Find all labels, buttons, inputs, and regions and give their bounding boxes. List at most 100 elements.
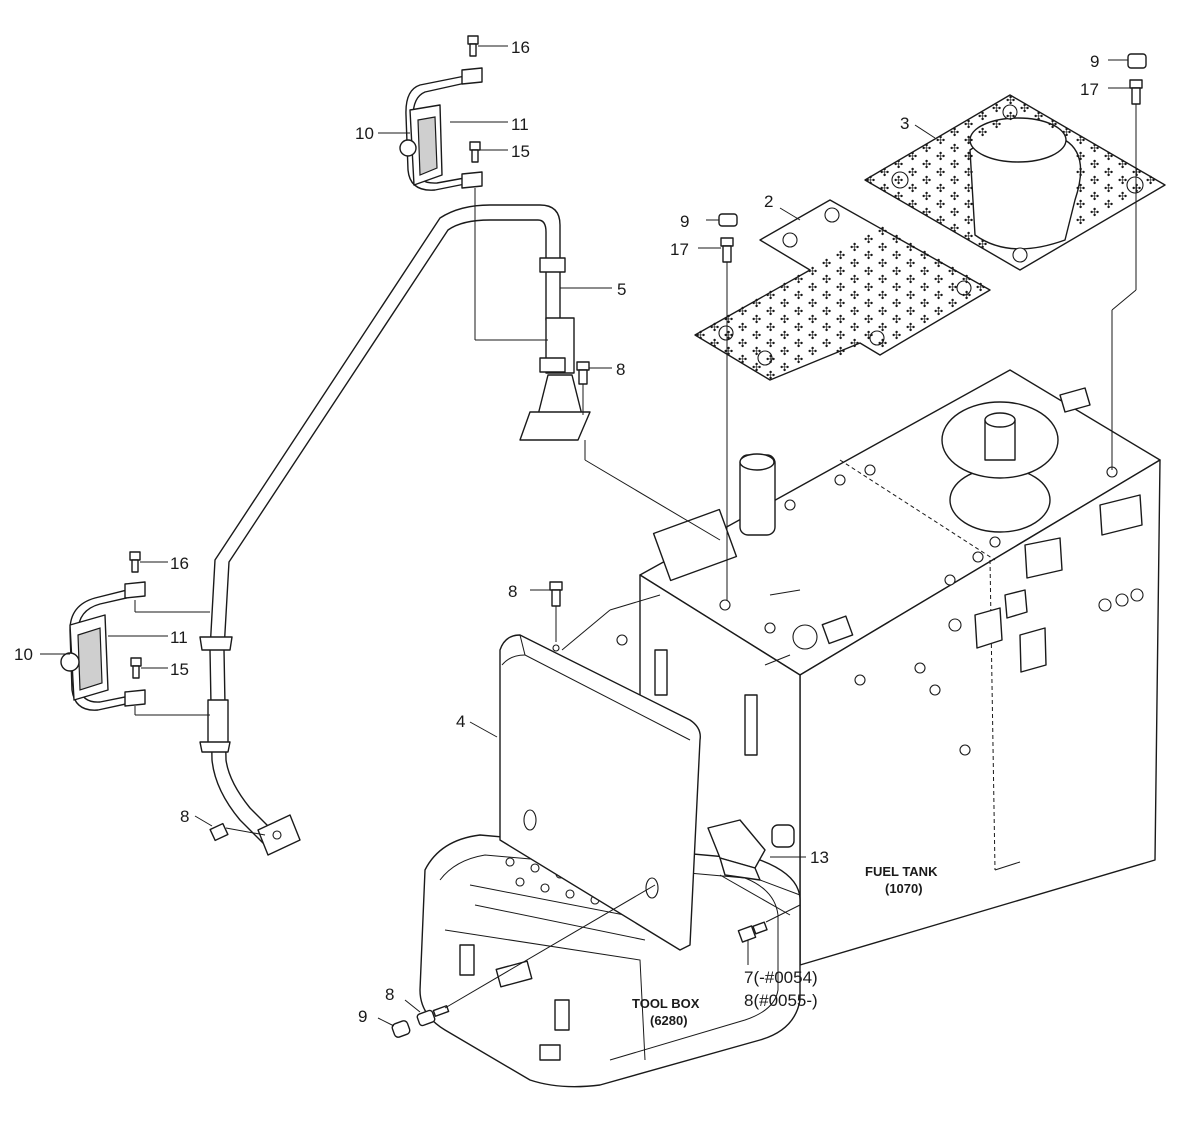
tread-mark: ✣ [836, 313, 845, 326]
tread-mark: ✣ [808, 329, 817, 342]
leader-lines [40, 121, 936, 858]
tread-mark: ✣ [892, 233, 901, 246]
tread-mark: ✣ [950, 222, 959, 235]
tread-mark: ✣ [906, 273, 915, 286]
bolt-17-right [1108, 79, 1143, 470]
tread-mark: ✣ [948, 297, 957, 310]
bolt-8-stand [576, 361, 612, 415]
tread-mark: ✣ [836, 265, 845, 278]
bolt-15-top [469, 141, 508, 163]
callout-16-top: 16 [511, 38, 530, 57]
tread-mark: ✣ [794, 289, 803, 302]
tread-mark: ✣ [850, 241, 859, 254]
callout-5: 5 [617, 280, 626, 299]
tread-mark: ✣ [950, 142, 959, 155]
tread-mark: ✣ [922, 142, 931, 155]
tread-mark: ✣ [780, 329, 789, 342]
tread-mark: ✣ [878, 289, 887, 302]
tread-mark: ✣ [752, 329, 761, 342]
tread-mark: ✣ [936, 150, 945, 163]
tread-mark: ✣ [836, 281, 845, 294]
tread-mark: ✣ [766, 369, 775, 382]
tread-mark: ✣ [850, 305, 859, 318]
callout-2: 2 [764, 192, 773, 211]
tread-mark: ✣ [920, 297, 929, 310]
callout-16-left: 16 [170, 554, 189, 573]
tread-mark: ✣ [936, 134, 945, 147]
tread-mark: ✣ [962, 273, 971, 286]
bolt-17-mid [698, 237, 734, 600]
tread-mark: ✣ [1076, 182, 1085, 195]
tread-mark: ✣ [780, 345, 789, 358]
callout-8-arm: 8 [180, 807, 189, 826]
tread-mark: ✣ [892, 281, 901, 294]
tread-mark: ✣ [992, 102, 1001, 115]
tread-mark: ✣ [864, 313, 873, 326]
tread-mark: ✣ [822, 257, 831, 270]
tread-mark: ✣ [794, 321, 803, 334]
tread-mark: ✣ [894, 190, 903, 203]
tread-mark: ✣ [908, 182, 917, 195]
tread-mark: ✣ [1146, 174, 1155, 187]
tread-mark: ✣ [1062, 126, 1071, 139]
tread-mark: ✣ [920, 313, 929, 326]
callout-9-mid: 9 [680, 212, 689, 231]
bolt-8-panel [530, 581, 563, 642]
tread-mark: ✣ [964, 150, 973, 163]
tread-mark: ✣ [878, 257, 887, 270]
tool-box-label: TOOL BOX [632, 996, 700, 1011]
tread-mark: ✣ [808, 265, 817, 278]
tread-mark: ✣ [850, 273, 859, 286]
tread-mark: ✣ [878, 305, 887, 318]
tread-mark: ✣ [880, 166, 889, 179]
tread-mark: ✣ [922, 206, 931, 219]
tread-mark: ✣ [794, 273, 803, 286]
tread-mark: ✣ [1132, 166, 1141, 179]
tread-mark: ✣ [948, 265, 957, 278]
nut-9-mid [706, 213, 738, 227]
fuel-tank-code: (1070) [885, 881, 923, 896]
tread-mark: ✣ [822, 289, 831, 302]
tread-mark: ✣ [1090, 174, 1099, 187]
mirror-top [399, 67, 548, 341]
tread-mark: ✣ [950, 158, 959, 171]
tread-mark: ✣ [976, 281, 985, 294]
tread-mark: ✣ [978, 126, 987, 139]
tread-mark: ✣ [1090, 206, 1099, 219]
tread-mark: ✣ [738, 305, 747, 318]
tread-mark: ✣ [908, 198, 917, 211]
tread-mark: ✣ [864, 329, 873, 342]
tread-mark: ✣ [724, 329, 733, 342]
tread-mark: ✣ [878, 321, 887, 334]
callout-15-left: 15 [170, 660, 189, 679]
tread-mark: ✣ [964, 182, 973, 195]
tread-mark: ✣ [780, 297, 789, 310]
tread-mark: ✣ [908, 166, 917, 179]
tread-mark: ✣ [950, 126, 959, 139]
tread-mark: ✣ [878, 337, 887, 350]
tread-mark: ✣ [892, 249, 901, 262]
callout-4: 4 [456, 712, 465, 731]
tread-mark: ✣ [964, 214, 973, 227]
tread-mark: ✣ [808, 281, 817, 294]
tread-mark: ✣ [936, 166, 945, 179]
tread-mark: ✣ [836, 329, 845, 342]
tread-mark: ✣ [752, 361, 761, 374]
callout-10-left: 10 [14, 645, 33, 664]
tread-mark: ✣ [864, 233, 873, 246]
tread-mark: ✣ [1034, 110, 1043, 123]
tread-mark: ✣ [1076, 166, 1085, 179]
callout-8-serial: 8(#0055-) [744, 991, 818, 1010]
tread-mark: ✣ [696, 329, 705, 342]
tread-mark: ✣ [892, 265, 901, 278]
callout-9-bottom: 9 [358, 1007, 367, 1026]
tread-mark: ✣ [864, 297, 873, 310]
bracket [707, 819, 801, 916]
tread-mark: ✣ [962, 289, 971, 302]
callout-numbers: 16 11 10 15 5 8 9 17 2 3 9 17 16 11 10 1… [14, 38, 1099, 1026]
hardware [129, 35, 1147, 1038]
tread-mark: ✣ [1090, 142, 1099, 155]
tread-mark: ✣ [964, 230, 973, 243]
tread-mark: ✣ [950, 190, 959, 203]
callout-17-mid: 17 [670, 240, 689, 259]
